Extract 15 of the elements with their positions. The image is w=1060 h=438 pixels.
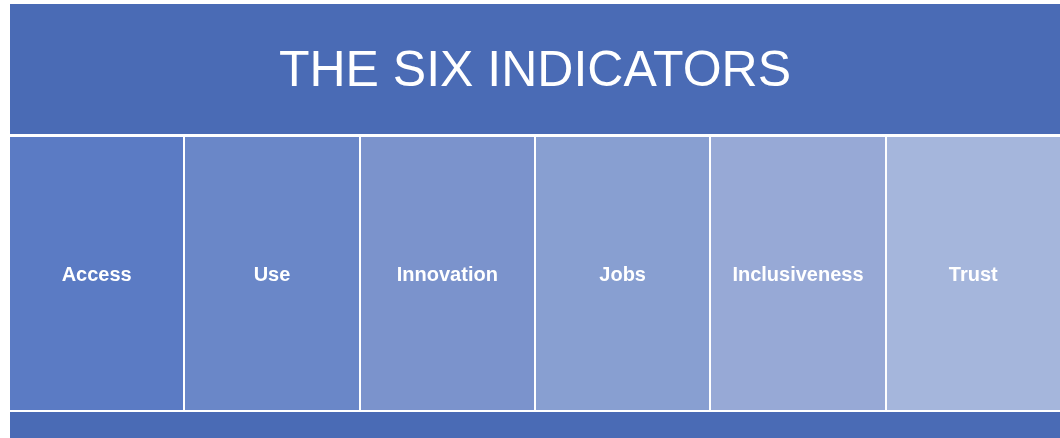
indicator-label: Trust [948,261,998,287]
indicator-label: Inclusiveness [732,261,864,287]
indicator-column [360,137,534,410]
indicator-column [711,137,885,410]
indicator-column [886,137,1060,410]
indicator-label: Jobs [599,261,646,287]
header-band [10,4,1060,134]
indicator-column [185,137,359,410]
indicator-column [536,137,710,410]
title-text: THE SIX INDICATORS [278,39,792,99]
indicator-column [10,137,184,410]
indicator-label: Access [61,261,132,287]
indicator-label: Use [253,261,291,287]
footer-band [10,412,1060,438]
indicator-label: Innovation [396,261,498,287]
